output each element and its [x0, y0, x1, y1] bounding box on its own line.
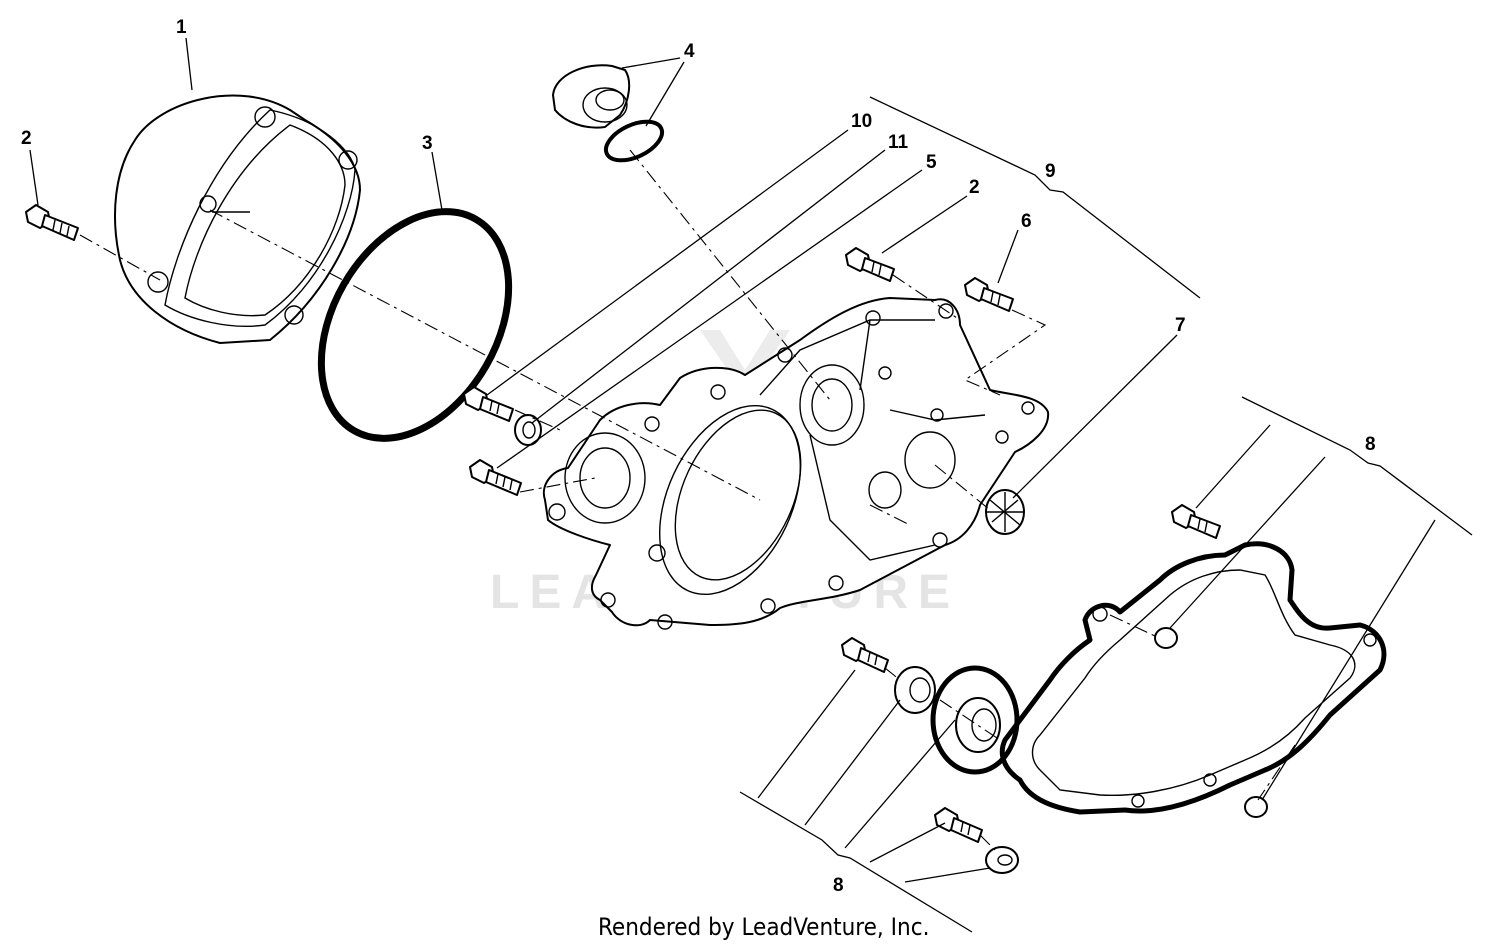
- part-dowel-1: [1154, 627, 1178, 649]
- callout-2-left: 2: [21, 128, 32, 149]
- bolt-8-bottom: [934, 807, 983, 843]
- callout-10: 10: [851, 111, 872, 132]
- part-cap: [552, 64, 665, 163]
- bolt-8-top: [1171, 504, 1221, 539]
- part-washer-left: [894, 666, 936, 714]
- part-dowel-2: [1244, 796, 1268, 818]
- callouts: 1 2 3 4 10 11 5 2 9 6 7 8 8: [21, 17, 1376, 896]
- bolt-8-mid: [841, 637, 889, 673]
- callout-4: 4: [684, 41, 695, 62]
- part-cover: [114, 94, 361, 344]
- part-impeller: [985, 489, 1025, 535]
- callout-8-bottom: 8: [833, 875, 844, 896]
- bolt-2-right: [845, 247, 895, 282]
- callout-1: 1: [176, 17, 187, 38]
- leader-lines: [29, 37, 1473, 933]
- callout-8-top: 8: [1365, 434, 1376, 455]
- part-gasket: [999, 541, 1387, 815]
- part-o-ring: [317, 208, 513, 442]
- center-lines: [79, 149, 1296, 851]
- callout-5: 5: [926, 152, 937, 173]
- part-housing: [542, 297, 1050, 630]
- bolt-10: [463, 386, 542, 446]
- callout-7: 7: [1175, 315, 1186, 336]
- part-washer-bottom: [985, 846, 1019, 874]
- part-seal-ring: [930, 665, 1020, 775]
- footer-credit: Rendered by LeadVenture, Inc.: [598, 913, 929, 941]
- bolt-6: [964, 277, 1014, 312]
- callout-6: 6: [1021, 211, 1032, 232]
- callout-9: 9: [1045, 161, 1056, 182]
- part-bushing: [955, 697, 1001, 753]
- bolt-5: [469, 459, 522, 496]
- callout-11: 11: [888, 132, 909, 153]
- callout-2-right: 2: [969, 177, 980, 198]
- callout-3: 3: [422, 133, 433, 154]
- bolt-2-left: [25, 204, 79, 241]
